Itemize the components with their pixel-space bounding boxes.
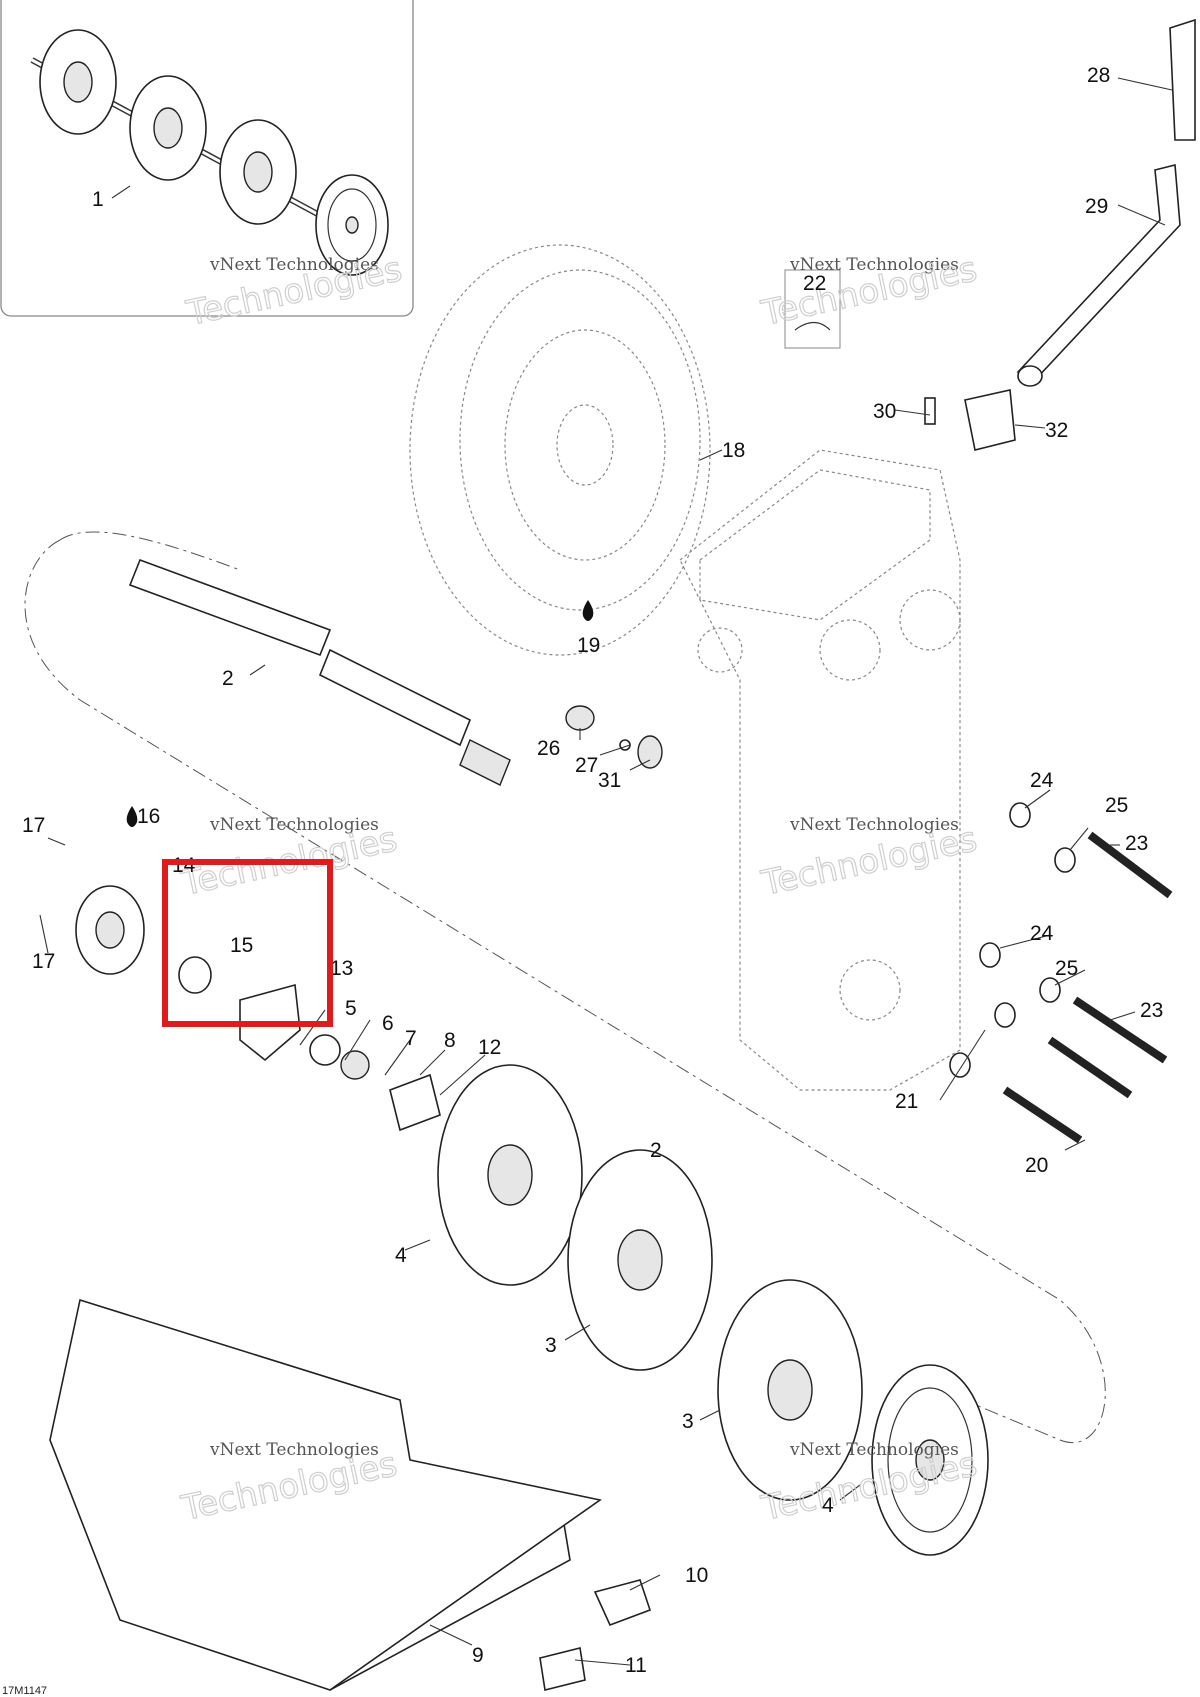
callout-20: 20 [1025,1154,1048,1177]
callout-24: 24 [1030,922,1054,945]
clips [539,1579,652,1691]
callout-6: 6 [382,1012,394,1035]
bearing-housing [75,885,441,1132]
callout-2: 2 [650,1139,662,1162]
watermark-text: vNext Technologies [789,1440,959,1460]
callout-1: 1 [92,188,104,211]
callout-23: 23 [1140,999,1163,1022]
watermark-text: vNext Technologies [209,1440,379,1460]
track [49,1298,602,1691]
leader-lines [39,77,1173,1666]
callout-18: 18 [722,439,745,462]
callout-31: 31 [598,769,621,792]
callout-12: 12 [478,1036,501,1059]
callout-32: 32 [1045,419,1068,442]
callout-7: 7 [405,1027,417,1050]
callout-27: 27 [575,754,598,777]
callout-21: 21 [895,1090,918,1113]
callout-29: 29 [1085,195,1108,218]
callout-17: 17 [32,950,55,973]
callout-19: 19 [577,634,600,657]
callout-9: 9 [472,1644,484,1667]
watermark-text: vNext Technologies [789,255,959,275]
watermark-text: vNext Technologies [209,255,379,275]
callouts: 1 2 2 3 3 4 4 5 6 7 8 9 10 11 12 13 14 1… [22,64,1163,1677]
chaincase-housing [679,449,961,1091]
callout-16: 16 [137,805,160,828]
callout-3: 3 [545,1334,557,1357]
inset-assembly [0,0,414,317]
callout-15: 15 [230,934,253,957]
callout-14: 14 [172,854,196,877]
bolts [565,705,1173,1144]
callout-28: 28 [1087,64,1110,87]
watermark-text: vNext Technologies [789,815,959,835]
callout-3: 3 [682,1410,694,1433]
ghost-wheel [409,244,711,656]
highlight-box [162,859,333,1027]
watermarks: vNext Technologies Technologies vNext Te… [177,249,981,1530]
watermark-text: vNext Technologies [209,815,379,835]
callout-13: 13 [330,957,353,980]
callout-23: 23 [1125,832,1148,855]
callout-5: 5 [345,997,357,1020]
callout-11: 11 [625,1654,647,1677]
callout-10: 10 [685,1564,708,1587]
callout-2: 2 [222,667,234,690]
callout-25: 25 [1055,957,1078,980]
track-outline [24,539,1106,1443]
callout-17: 17 [22,814,45,837]
callout-30: 30 [873,400,896,423]
clip-22 [784,269,841,349]
oil-drop-icon [126,806,138,827]
callout-4: 4 [822,1494,834,1517]
sprockets [437,1064,989,1556]
callout-24: 24 [1030,769,1054,792]
wrench-handle [924,18,1196,451]
drive-shaft [128,558,511,786]
callout-4: 4 [395,1244,407,1267]
callout-8: 8 [444,1029,456,1052]
diagram-code: 17M1147 [2,1685,47,1697]
callout-26: 26 [537,737,560,760]
callout-25: 25 [1105,794,1128,817]
callout-22: 22 [803,272,826,295]
oil-drop-icon [582,600,594,621]
